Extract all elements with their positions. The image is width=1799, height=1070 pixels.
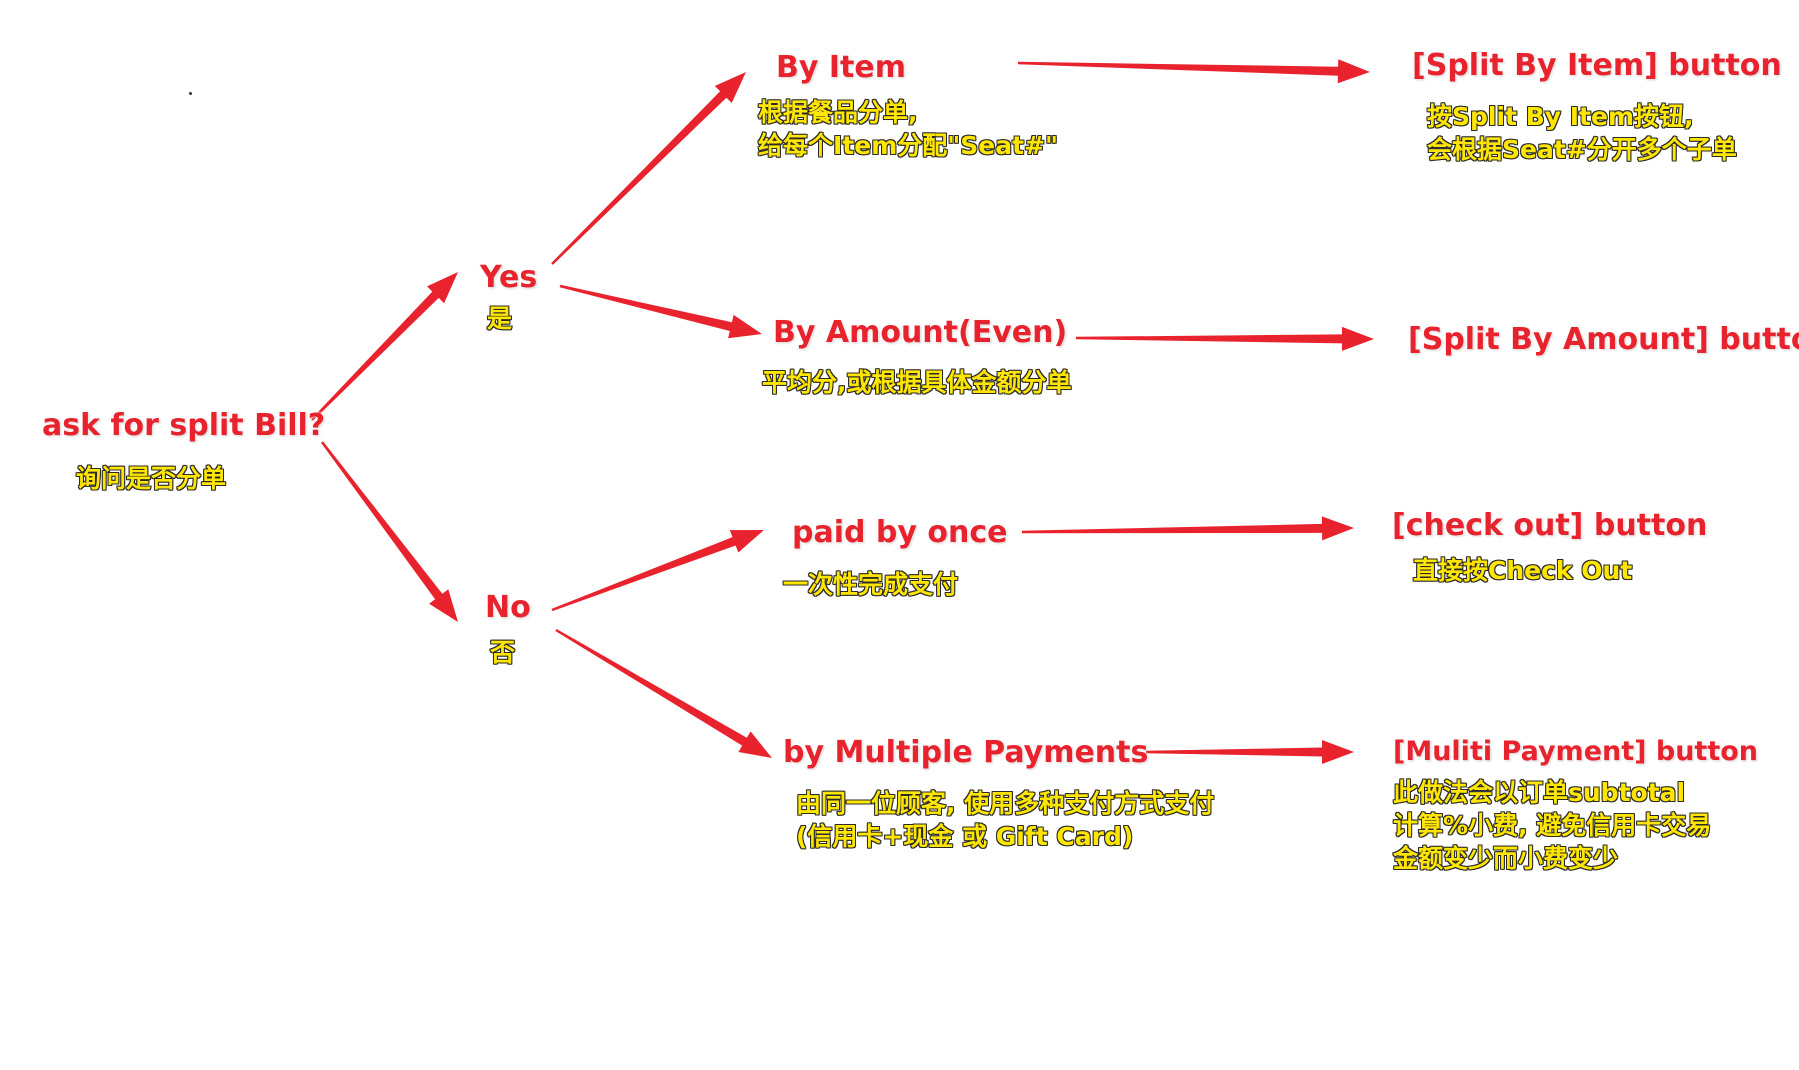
no-label: No [485, 590, 531, 625]
split-by-amount-button-label: [Split By Amount] button [1408, 322, 1799, 357]
yes-note: 是 [487, 304, 513, 333]
no-note: 否 [490, 638, 516, 667]
option-by-amount-note: 平均分,或根据具体金额分单 [762, 368, 1072, 397]
arrow-no-to-multi-pay [555, 629, 772, 758]
root-question: ask for split Bill? [42, 408, 326, 443]
option-paid-once-note: 一次性完成支付 [783, 570, 959, 599]
arrow-by-item-to-button [1018, 59, 1370, 84]
option-paid-once: paid by once [792, 515, 1008, 550]
arrow-multi-pay-to-button [1146, 740, 1354, 764]
arrow-yes-to-by-amount [559, 284, 762, 339]
option-multi-pay-note: 由同一位顾客, 使用多种支付方式支付 (信用卡+现金 或 Gift Card) [796, 789, 1215, 851]
arrow-root-to-yes [311, 272, 458, 421]
root-note: 询问是否分单 [76, 464, 227, 493]
option-multi-pay: by Multiple Payments [783, 735, 1149, 770]
multi-payment-button-label: [Muliti Payment] button [1393, 736, 1759, 767]
split-by-item-button-note: 按Split By Item按钮, 会根据Seat#分开多个子单 [1427, 102, 1737, 164]
arrow-paid-once-to-button [1022, 516, 1354, 541]
option-by-amount: By Amount(Even) [773, 315, 1068, 350]
split-by-item-button-label: [Split By Item] button [1412, 48, 1782, 83]
arrow-yes-to-by-item [551, 72, 746, 265]
multi-payment-button-note: 此做法会以订单subtotal 计算%小费, 避免信用卡交易 金额变少而小费变少 [1393, 778, 1712, 873]
stray-dot [189, 92, 192, 95]
arrow-root-to-no [321, 441, 458, 622]
arrow-by-amount-to-button [1076, 326, 1374, 351]
arrow-no-to-paid-once [551, 530, 764, 612]
option-by-item-note: 根据餐品分单, 给每个Item分配"Seat#" [758, 98, 1059, 160]
option-by-item: By Item [776, 50, 906, 85]
yes-label: Yes [480, 260, 538, 295]
check-out-button-note: 直接按Check Out [1413, 556, 1633, 585]
check-out-button-label: [check out] button [1392, 508, 1708, 543]
